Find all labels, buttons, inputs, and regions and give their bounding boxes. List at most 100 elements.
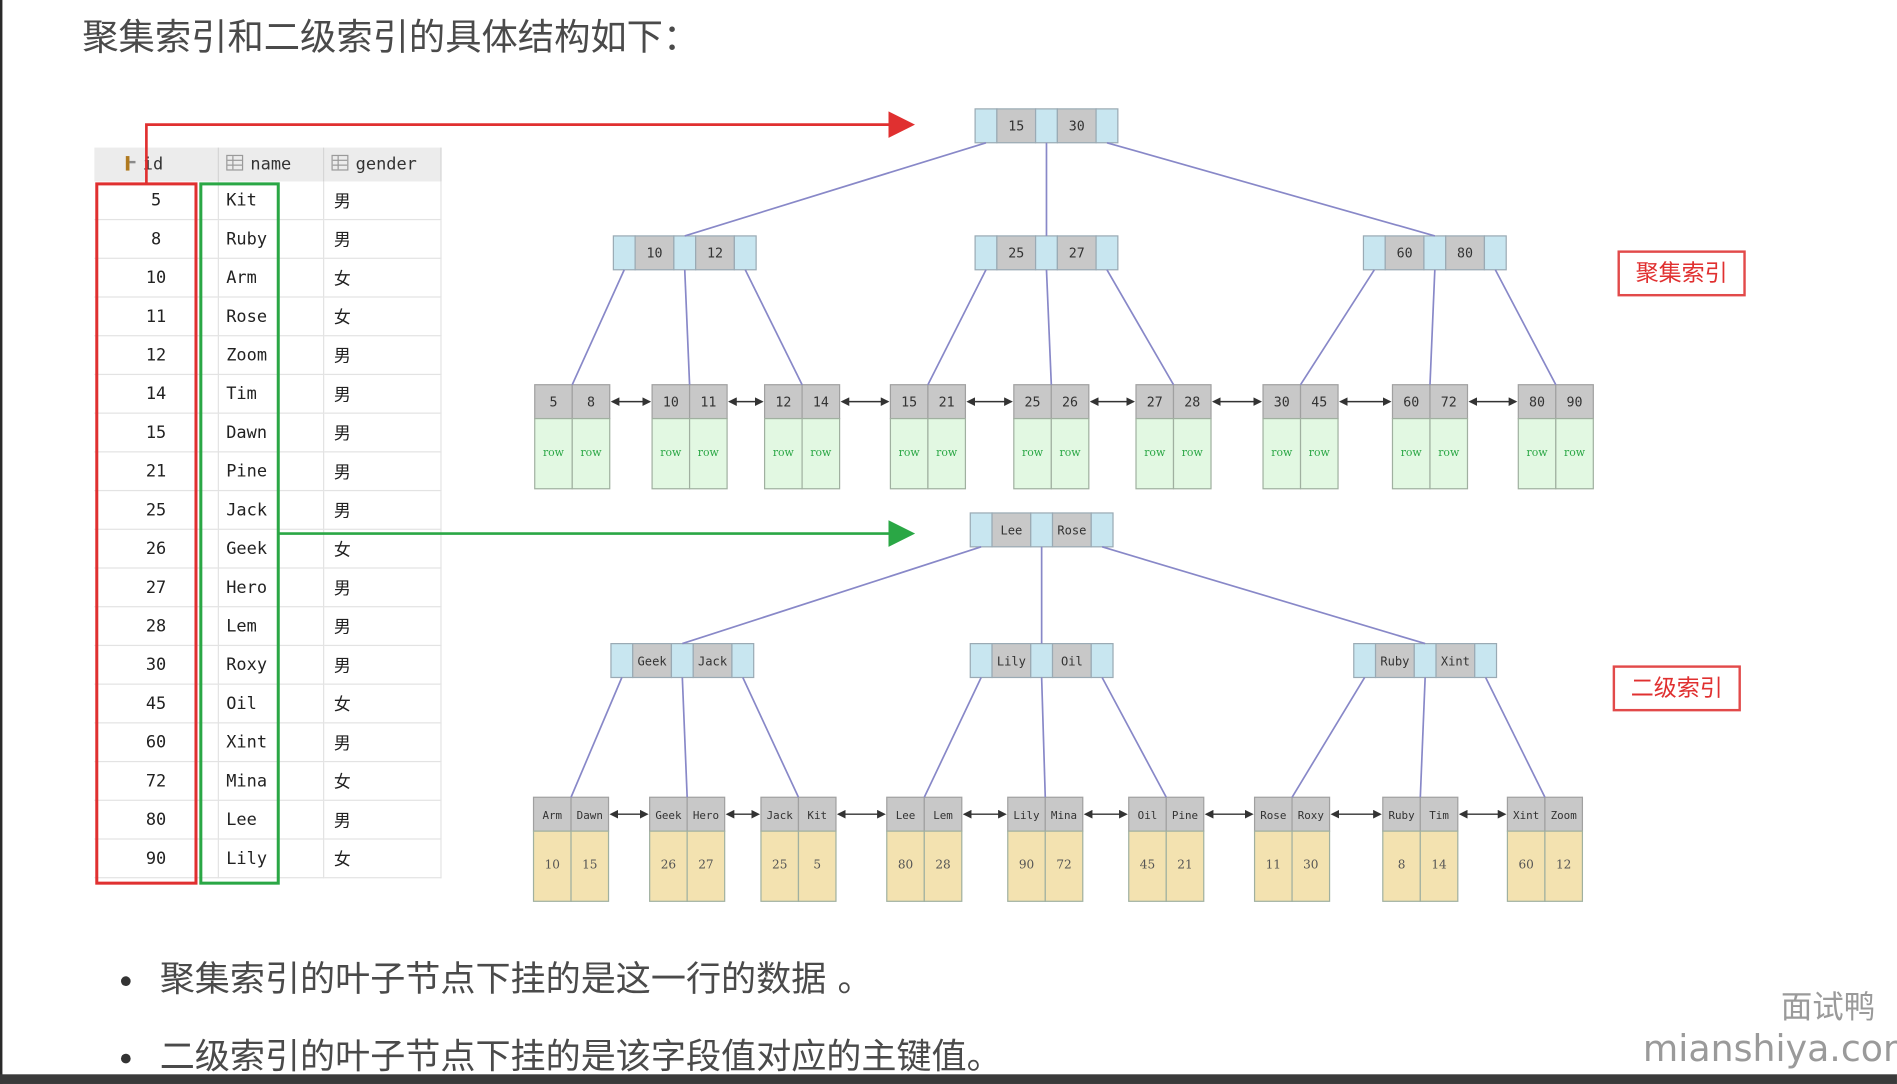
cell-name: Xint <box>218 722 325 763</box>
secondary-leaf-node-value: 26 <box>661 858 676 872</box>
clustered-leaf-node-value-cell <box>889 417 929 490</box>
secondary-leaf-node-key: Ruby <box>1388 809 1415 822</box>
clustered-leaf-node-value: row <box>810 446 832 459</box>
clustered-leaf-node-value-cell <box>1555 417 1594 490</box>
cell-name: Lem <box>218 606 325 647</box>
clustered-leaf-node-key-cell <box>1013 384 1052 420</box>
secondary-leaf-node-key-cell <box>1382 796 1421 832</box>
clustered-leaf-node-value: row <box>1060 446 1082 459</box>
secondary-leaf-node-key: Arm <box>542 809 562 822</box>
id-column-highlight <box>95 182 198 885</box>
cell-name: Ruby <box>218 219 325 259</box>
secondary-leaf-node-value-cell <box>886 830 925 902</box>
header-gender-label: gender <box>355 154 417 175</box>
cell-gender: 男 <box>323 722 442 763</box>
clustered-leaf-node-key: 60 <box>1403 395 1419 410</box>
secondary-leaf-node-key-cell <box>797 796 837 832</box>
cell-name: Tim <box>218 374 325 414</box>
clustered-leaf-node-value: row <box>1564 446 1586 459</box>
secondary-leaf-node-key: Mina <box>1051 809 1077 822</box>
clustered-index-label: 聚集索引 <box>1617 250 1746 297</box>
page-title: 聚集索引和二级索引的具体结构如下： <box>82 16 700 60</box>
clustered-internal-node-pointer <box>1483 235 1507 271</box>
clustered-internal-node-key-cell <box>996 235 1037 271</box>
clustered-leaf-node-value-cell <box>1517 417 1557 490</box>
clustered-root-node-key: 15 <box>1008 120 1024 135</box>
secondary-leaf-node-key: Kit <box>807 809 827 822</box>
cell-gender: 女 <box>323 838 442 879</box>
cell-id: 45 <box>94 684 219 724</box>
secondary-leaf-node-key-cell <box>1419 796 1459 832</box>
secondary-leaf-node-key-cell <box>760 796 800 832</box>
clustered-leaf-node-value: row <box>1438 446 1460 459</box>
secondary-leaf-node-key-cell <box>1253 796 1293 832</box>
clustered-leaf-node-value-cell <box>688 417 728 490</box>
secondary-internal-node-key-cell <box>1374 643 1415 679</box>
clustered-edge <box>1299 269 1376 386</box>
secondary-root-node-key-cell <box>1051 512 1092 548</box>
clustered-leaf-node-value: row <box>1309 446 1331 459</box>
bullet-2: 二级索引的叶子节点下挂的是该字段值对应的主键值。 <box>120 1028 1002 1079</box>
watermark-name: 面试鸭 <box>1780 989 1876 1026</box>
secondary-leaf-node-key: Hero <box>693 809 719 822</box>
clustered-leaf-node-key: 5 <box>549 395 557 410</box>
secondary-leaf-node-key: Tim <box>1429 809 1449 822</box>
window-left-border <box>0 0 3 1084</box>
secondary-leaf-node-value: 90 <box>1019 858 1034 872</box>
secondary-internal-node-key: Ruby <box>1380 654 1409 668</box>
secondary-leaf-node-key-cell <box>686 796 726 832</box>
cell-id: 21 <box>94 451 219 492</box>
clustered-leaf-node-key-cell <box>1555 384 1594 420</box>
clustered-edge <box>684 141 987 237</box>
clustered-leaf-node-value: row <box>580 446 602 459</box>
cell-gender: 男 <box>323 413 442 453</box>
clustered-leaf-node-value-cell <box>927 417 967 490</box>
secondary-leaf-node-key-cell <box>1291 796 1331 832</box>
cell-gender: 女 <box>323 529 442 569</box>
clustered-leaf-node-value: row <box>1271 446 1293 459</box>
header-name-label: name <box>250 154 292 175</box>
secondary-leaf-node-value: 12 <box>1556 858 1571 872</box>
secondary-leaf-node-value-cell <box>1044 830 1084 902</box>
clustered-leaf-node-key: 26 <box>1062 395 1078 410</box>
clustered-internal-node-pointer <box>1362 235 1386 271</box>
secondary-internal-node-pointer <box>1353 643 1377 679</box>
header-name[interactable]: name <box>218 147 325 182</box>
secondary-internal-node-key-cell <box>1051 643 1092 679</box>
clustered-leaf-node-key: 14 <box>813 395 829 410</box>
secondary-internal-node-pointer <box>1090 643 1114 679</box>
clustered-leaf-node-key-cell <box>688 384 728 420</box>
secondary-leaf-node-value-cell <box>1165 830 1205 902</box>
secondary-leaf-node-value: 25 <box>772 858 787 872</box>
header-gender[interactable]: gender <box>323 147 442 182</box>
secondary-edge <box>682 546 982 645</box>
secondary-root-node-pointer <box>969 512 993 548</box>
cell-name: Jack <box>218 490 325 530</box>
secondary-leaf-node-key: Xint <box>1513 809 1539 822</box>
cell-id: 27 <box>94 568 219 608</box>
secondary-leaf-node-key-cell <box>1128 796 1167 832</box>
bullet-dot <box>120 976 131 986</box>
clustered-edge <box>927 269 987 386</box>
header-id[interactable]: id <box>94 147 219 182</box>
clustered-leaf-node-key: 30 <box>1274 395 1290 410</box>
clustered-leaf-node-value: row <box>1401 446 1423 459</box>
